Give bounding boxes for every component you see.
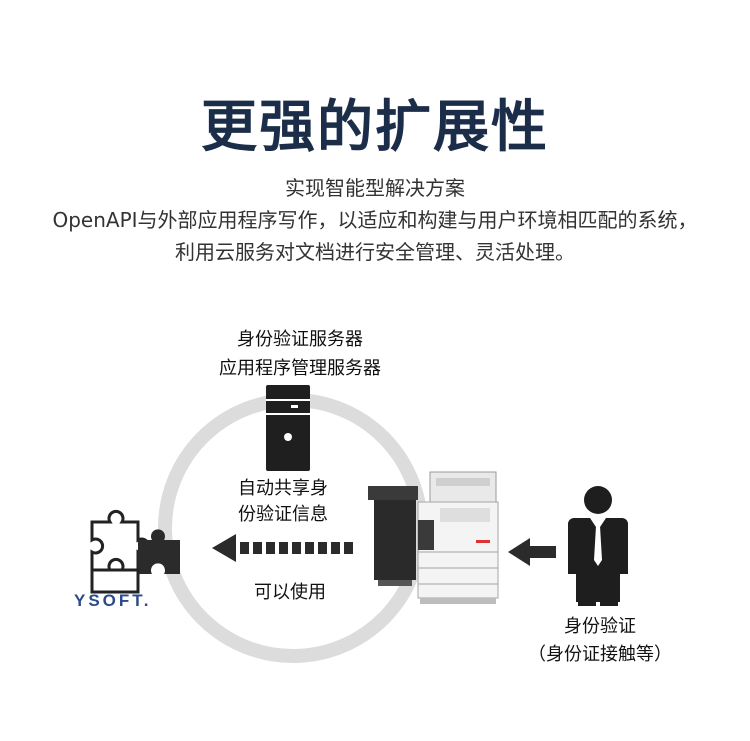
subtitle-line-1: 实现智能型解决方案 [285,176,465,200]
user-label-2: （身份证接触等） [528,644,672,665]
share-label-1: 自动共享身 [238,478,328,499]
share-label-2: 份验证信息 [238,504,328,525]
server-label-1: 身份验证服务器 [237,329,363,350]
subtitle-line-3: 利用云服务对文档进行安全管理、灵活处理。 [175,240,575,264]
use-label: 可以使用 [254,582,326,603]
puzzle-icon [90,509,180,594]
ysoft-logo: YSOFT. [74,591,152,610]
subtitle-line-2: OpenAPI与外部应用程序写作，以适应和构建与用户环境相匹配的系统， [52,208,698,232]
server-icon [266,385,310,471]
person-icon [568,486,628,606]
server-label-2: 应用程序管理服务器 [219,358,381,379]
share-arrow [212,534,353,562]
page-title: 更强的扩展性 [201,95,549,160]
auth-arrow [508,538,556,566]
user-label-1: 身份验证 [564,616,636,637]
printer-icon [368,471,499,604]
